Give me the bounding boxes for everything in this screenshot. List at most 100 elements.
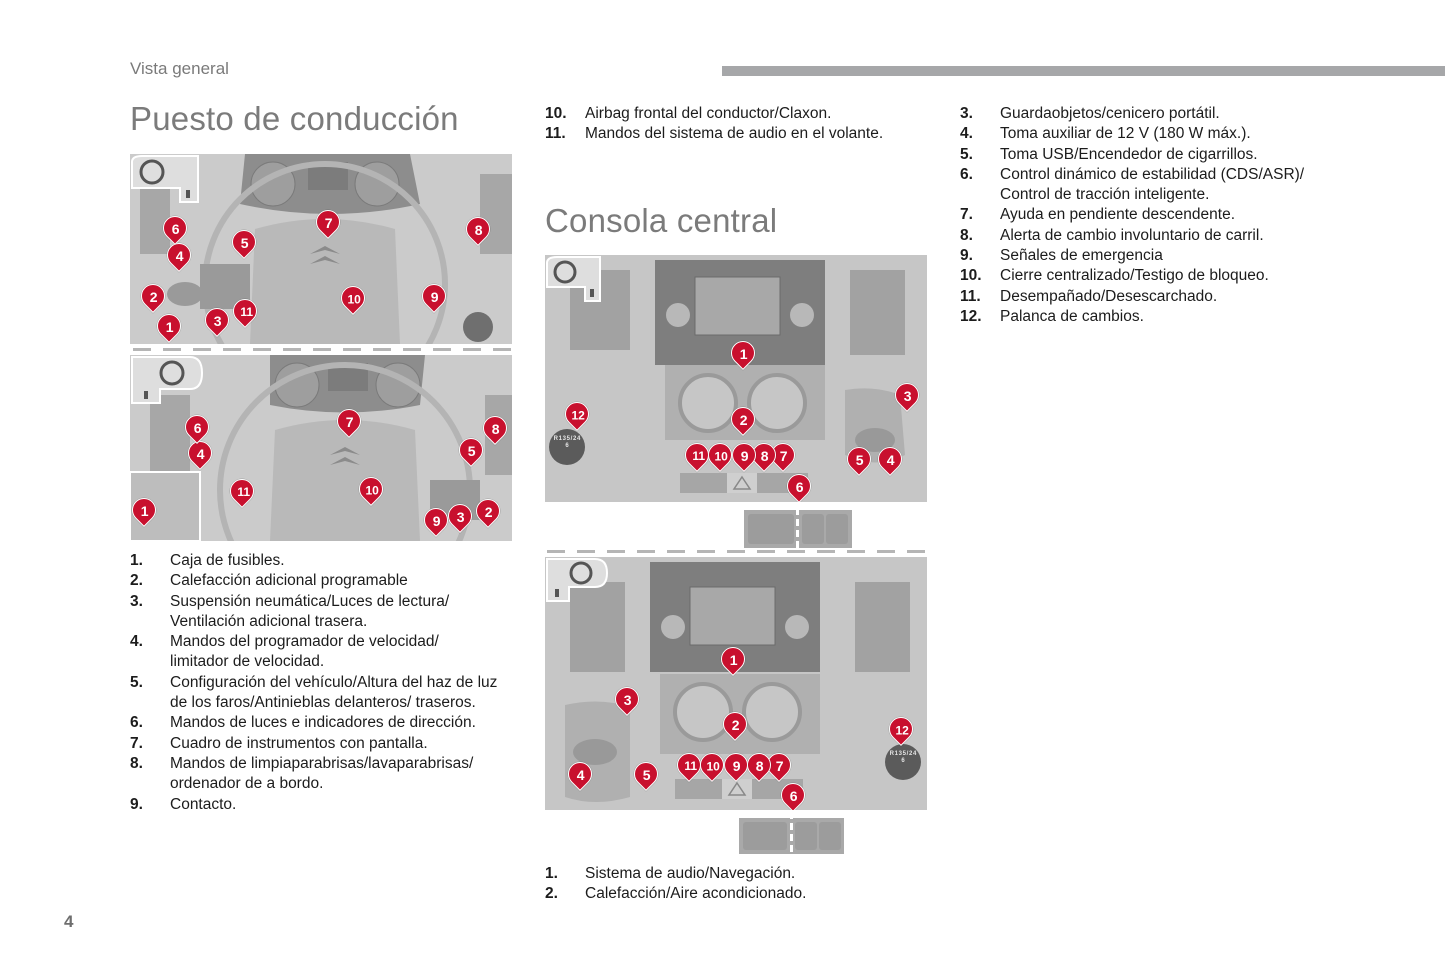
driving-position-figure-rhd: 1 2 3 4 5 6 7 8 9 10 11 bbox=[130, 355, 512, 541]
marker-label: 7 bbox=[324, 214, 333, 231]
brand-logo bbox=[310, 246, 340, 264]
legend-item: 8.Alerta de cambio involuntario de carri… bbox=[960, 226, 1264, 244]
marker-label: 9 bbox=[432, 512, 441, 529]
marker-label: 3 bbox=[456, 508, 465, 525]
gear-knob bbox=[463, 312, 493, 342]
driving-position-legend-continued: 10.Airbag frontal del conductor/Claxon. … bbox=[545, 104, 945, 145]
legend-item: 5.Configuración del vehículo/Altura del … bbox=[130, 673, 498, 712]
marker-label: 4 bbox=[576, 766, 585, 783]
air-vent-right bbox=[855, 582, 910, 672]
marker-label: 8 bbox=[491, 420, 500, 437]
legend-item: 1.Sistema de audio/Navegación. bbox=[545, 865, 796, 882]
marker-label: 5 bbox=[855, 451, 864, 468]
inset-connector bbox=[790, 812, 793, 854]
marker-label: 11 bbox=[692, 449, 705, 464]
console-illustration-rhd bbox=[545, 557, 927, 810]
marker-label: 4 bbox=[175, 247, 184, 264]
marker-label: 8 bbox=[760, 447, 769, 464]
marker-label: 9 bbox=[732, 757, 741, 774]
legend-item: 1.Caja de fusibles. bbox=[130, 552, 285, 569]
legend-item: 9.Señales de emergencia bbox=[960, 247, 1163, 265]
dashboard-illustration-rhd bbox=[130, 355, 512, 541]
gear-pattern-label: R 1 3 5 / 2 4 6 bbox=[553, 436, 581, 449]
legend-item: 6.Control dinámico de estabilidad (CDS/A… bbox=[960, 165, 1305, 204]
inset-connector bbox=[796, 508, 799, 550]
marker-label: 5 bbox=[642, 766, 651, 783]
steering-wheel-lhd-icon bbox=[131, 155, 199, 203]
marker-label: 12 bbox=[895, 723, 910, 738]
gear-knob bbox=[549, 429, 585, 465]
touchscreen bbox=[689, 586, 776, 646]
legend-item: 10.Airbag frontal del conductor/Claxon. bbox=[545, 105, 832, 122]
marker-label: 1 bbox=[140, 502, 149, 519]
brand-logo bbox=[330, 447, 360, 465]
center-console-figure-rhd: R 1 3 5 / 2 4 6 1 2 3 4 5 6 7 8 9 10 11 … bbox=[545, 557, 927, 810]
traction-switch bbox=[826, 514, 848, 544]
hazard-icon bbox=[727, 781, 747, 796]
driving-position-title: Puesto de conducción bbox=[130, 100, 459, 137]
legend-item: 3.Guardaobjetos/cenicero portátil. bbox=[960, 105, 1220, 122]
legend-item: 4.Toma auxiliar de 12 V (180 W máx.). bbox=[960, 125, 1251, 143]
marker-label: 4 bbox=[886, 451, 895, 468]
steering-wheel-rhd-icon bbox=[131, 356, 204, 404]
marker-label: 6 bbox=[193, 419, 202, 436]
marker-label: 1 bbox=[729, 651, 738, 668]
legend-item: 2.Calefacción adicional programable bbox=[130, 572, 408, 590]
steering-wheel-lhd-icon bbox=[546, 256, 601, 302]
marker-label: 11 bbox=[237, 485, 250, 500]
marker-label: 5 bbox=[467, 442, 476, 459]
touchscreen bbox=[694, 276, 781, 336]
air-vent-right bbox=[480, 174, 512, 254]
marker-label: 11 bbox=[240, 305, 253, 320]
legend-item: 2.Calefacción/Aire acondicionado. bbox=[545, 885, 807, 903]
marker-label: 9 bbox=[430, 288, 439, 305]
legend-item: 4.Mandos del programador de velocidad/ l… bbox=[130, 633, 439, 671]
figure-separator bbox=[547, 550, 925, 553]
marker-label: 8 bbox=[755, 757, 764, 774]
marker-label: 9 bbox=[740, 447, 749, 464]
airbag-hub bbox=[250, 219, 400, 344]
air-vent-left bbox=[150, 395, 190, 475]
marker-label: 2 bbox=[731, 716, 740, 733]
marker-label: 10 bbox=[714, 449, 729, 464]
marker-label: 11 bbox=[684, 759, 697, 774]
marker-label: 3 bbox=[623, 691, 632, 708]
marker-label: 2 bbox=[484, 503, 493, 520]
hazard-icon bbox=[732, 475, 752, 490]
legend-item: 10.Cierre centralizado/Testigo de bloque… bbox=[960, 267, 1269, 285]
section-label: Vista general bbox=[130, 59, 229, 78]
marker-label: 3 bbox=[903, 387, 912, 404]
esp-off-switch bbox=[743, 822, 787, 850]
gear-knob bbox=[885, 744, 921, 780]
marker-label: 12 bbox=[571, 408, 586, 423]
marker-label: 6 bbox=[795, 478, 804, 495]
center-console-figure-lhd: R 1 3 5 / 2 4 6 1 2 3 4 5 6 7 8 9 10 11 … bbox=[545, 255, 927, 502]
center-console-title: Consola central bbox=[545, 202, 778, 239]
marker-label: 5 bbox=[240, 234, 249, 251]
marker-label: 1 bbox=[739, 345, 748, 362]
marker-label: 2 bbox=[739, 411, 748, 428]
marker-label: 7 bbox=[779, 447, 788, 464]
page-number: 4 bbox=[64, 912, 74, 931]
legend-item: 7.Cuadro de instrumentos con pantalla. bbox=[130, 734, 428, 752]
marker-label: 6 bbox=[171, 220, 180, 237]
air-vent-left bbox=[570, 582, 625, 672]
legend-item: 11.Mandos del sistema de audio en el vol… bbox=[545, 125, 884, 143]
marker-label: 7 bbox=[775, 757, 784, 774]
airbag-hub bbox=[270, 420, 420, 541]
marker-label: 7 bbox=[345, 413, 354, 430]
legend-item: 12.Palanca de cambios. bbox=[960, 307, 1144, 325]
center-console-legend: 1.Sistema de audio/Navegación. 2.Calefac… bbox=[545, 864, 945, 905]
steering-wheel-rhd-icon bbox=[546, 558, 609, 602]
hill-descent-switch bbox=[802, 514, 824, 544]
marker-label: 6 bbox=[789, 787, 798, 804]
marker-label: 8 bbox=[474, 221, 483, 238]
legend-item: 9.Contacto. bbox=[130, 795, 237, 813]
figure-separator bbox=[133, 348, 511, 351]
header-bar bbox=[722, 66, 1445, 76]
marker-label: 4 bbox=[196, 445, 205, 462]
legend-item: 3.Suspensión neumática/Luces de lectura/… bbox=[130, 592, 450, 630]
dashboard-illustration-lhd bbox=[130, 154, 512, 344]
esp-off-switch bbox=[748, 514, 794, 544]
marker-label: 1 bbox=[165, 318, 174, 335]
